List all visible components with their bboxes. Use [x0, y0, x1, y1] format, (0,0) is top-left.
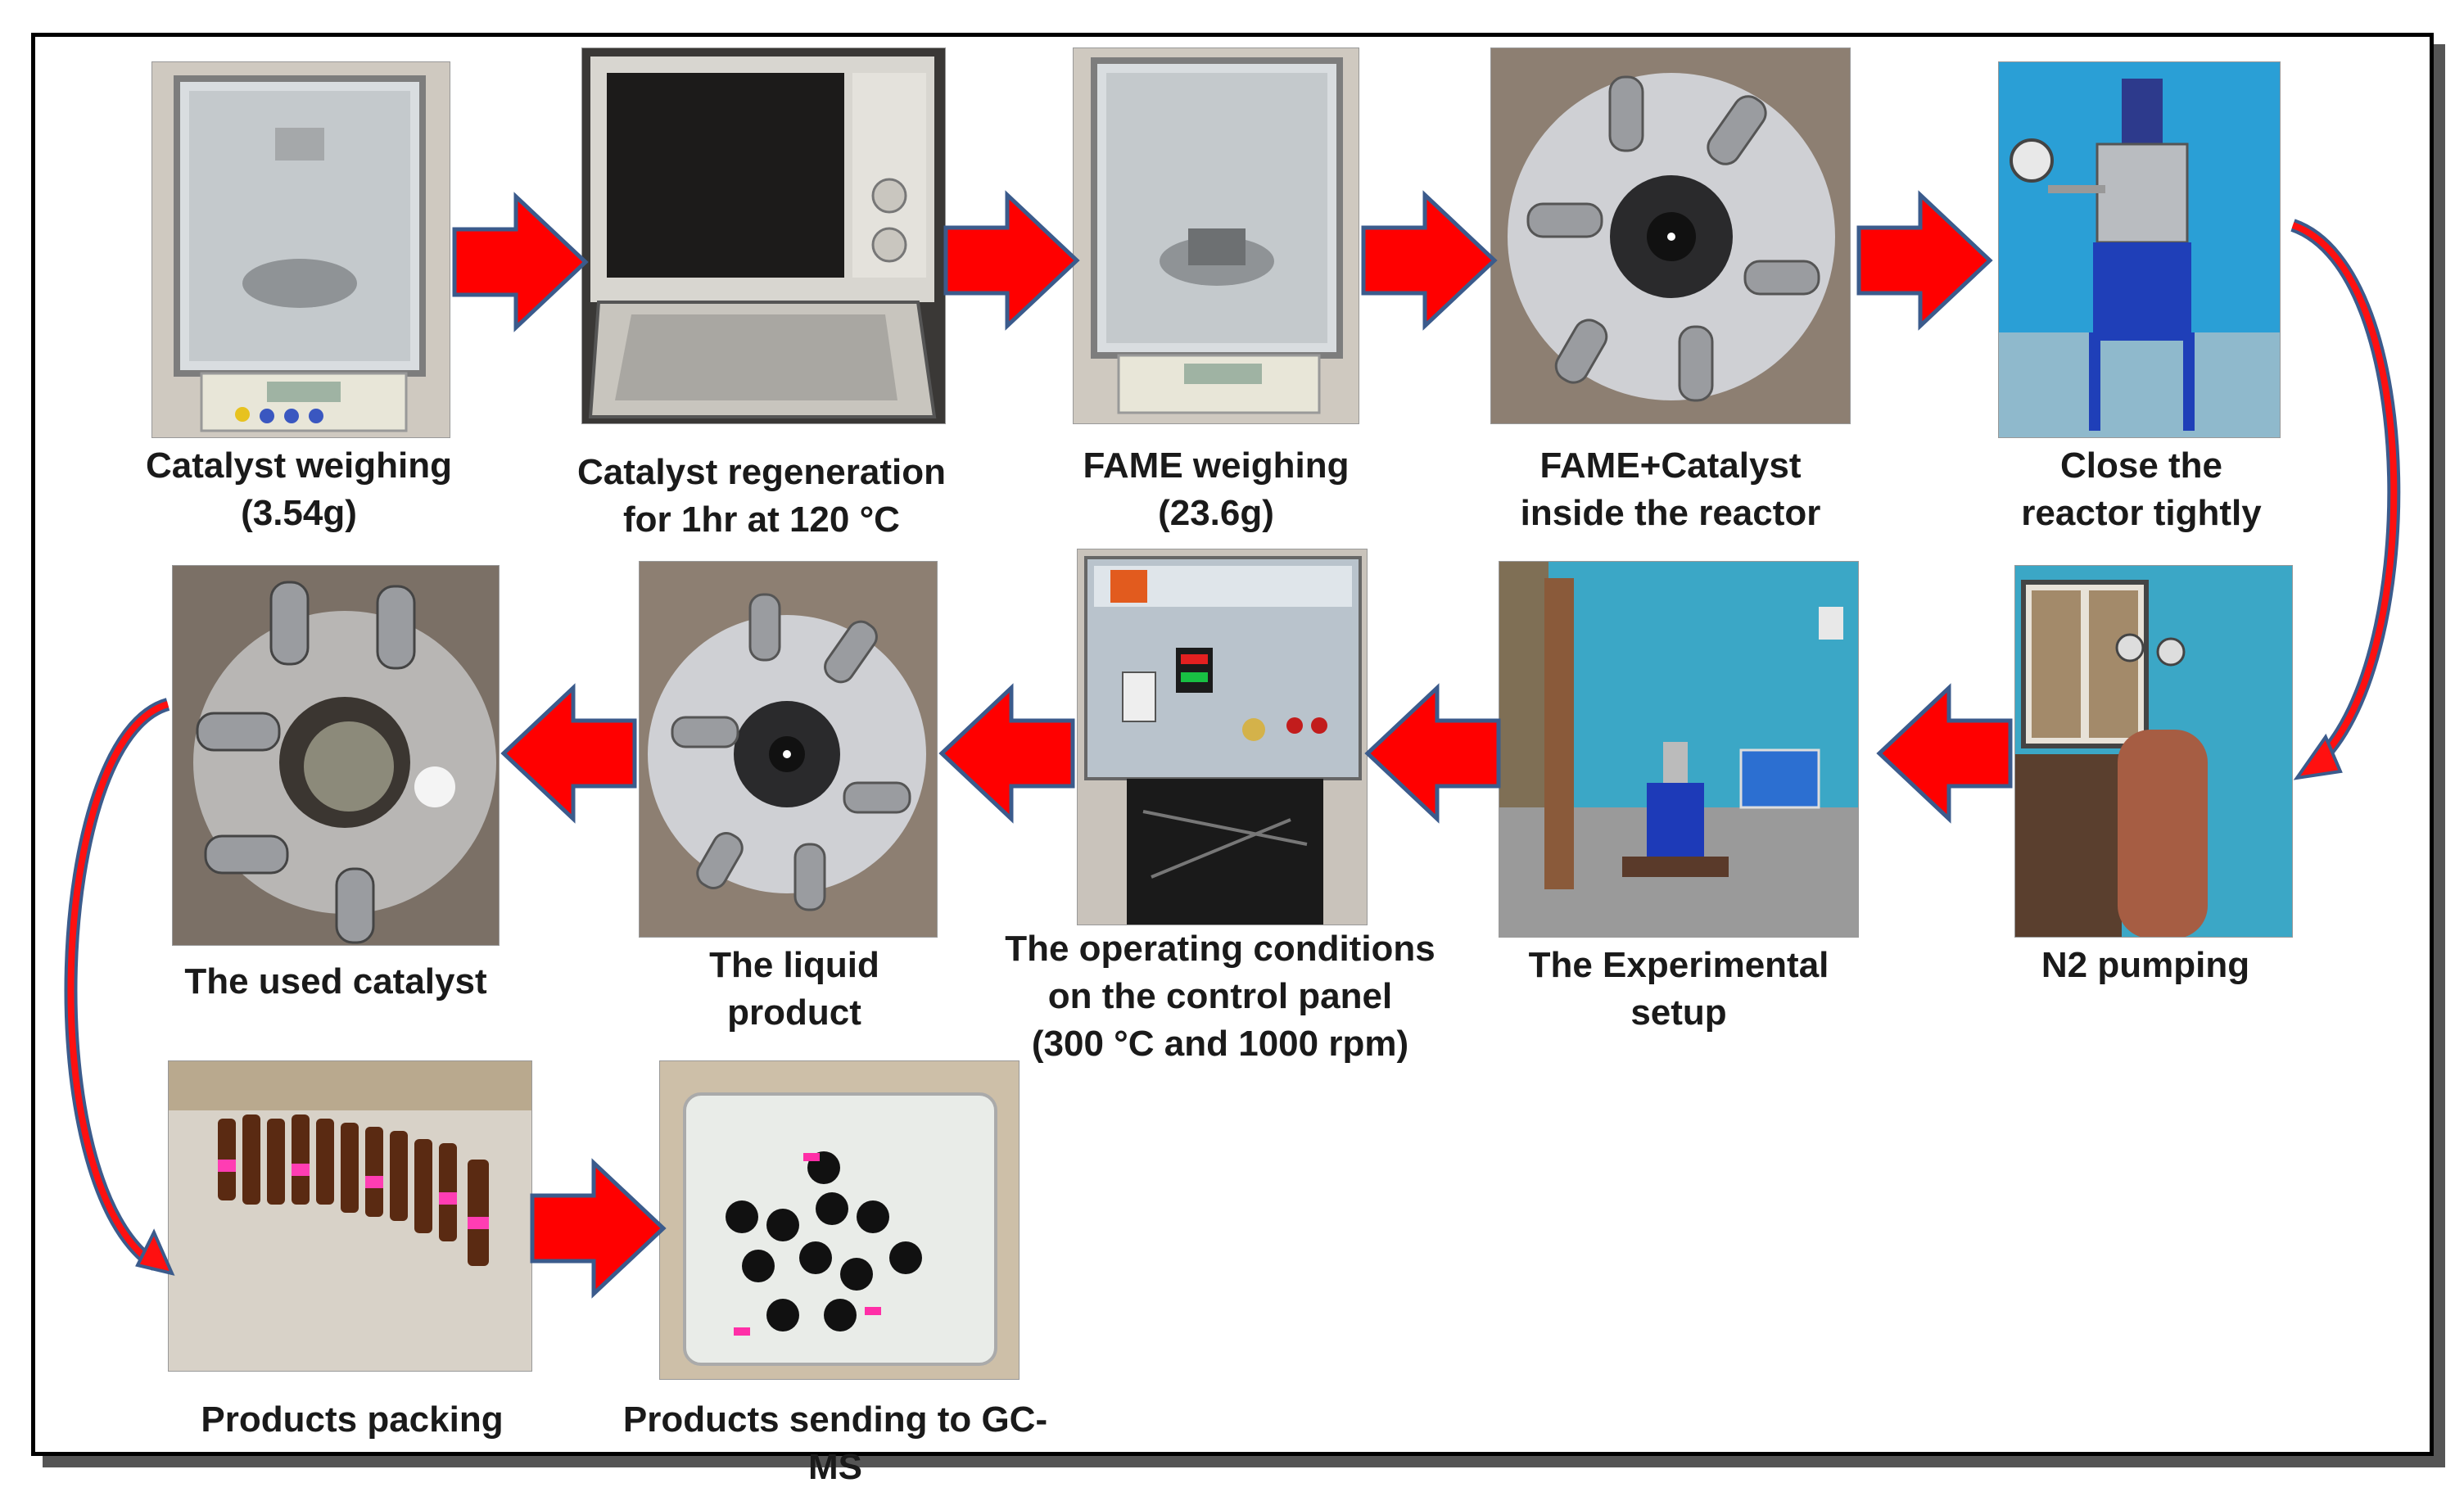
caption-close-reactor: Close the reactor tightly: [2021, 445, 2262, 533]
photo-catalyst-weighing: [151, 61, 450, 438]
caption-control-panel: The operating conditions on the control …: [1005, 929, 1435, 1064]
caption-used-catalyst: The used catalyst: [184, 961, 487, 1001]
photo-fame-weighing: [1073, 47, 1359, 424]
caption-experimental-setup: The Experimental setup: [1528, 945, 1829, 1033]
caption-products-packing: Products packing: [201, 1399, 504, 1440]
curved-arrow-close-to-n2: [2290, 219, 2401, 780]
caption-fame-weighing: FAME weighing (23.6g): [1083, 445, 1350, 533]
caption-products-gcms: Products sending to GC-MS: [622, 1399, 1048, 1487]
arrow-fame-to-reactor: [1363, 195, 1494, 326]
photo-experimental-setup: [1499, 561, 1859, 938]
photo-products-gcms: [659, 1060, 1020, 1380]
photo-control-panel: [1077, 549, 1368, 925]
caption-catalyst-weighing: Catalyst weighing (3.54g): [145, 445, 453, 533]
arrow-regeneration-to-fame: [946, 195, 1077, 326]
arrow-packing-to-gcms: [532, 1163, 663, 1294]
curved-arrow-used-to-packing: [64, 698, 175, 1276]
arrow-weighing-to-regeneration: [454, 197, 585, 328]
photo-close-reactor: [1998, 61, 2281, 438]
arrow-liquid-to-used: [504, 688, 635, 819]
caption-fame-catalyst-reactor: FAME+Catalyst inside the reactor: [1520, 445, 1821, 533]
caption-catalyst-regeneration: Catalyst regeneration for 1hr at 120 °C: [577, 452, 946, 540]
arrow-panel-to-liquid: [942, 688, 1073, 819]
arrow-reactor-to-close: [1859, 195, 1990, 326]
photo-n2-pumping: [2014, 565, 2293, 938]
photo-liquid-product: [639, 561, 938, 938]
photo-products-packing: [168, 1060, 532, 1372]
caption-n2-pumping: N2 pumping: [2041, 945, 2250, 985]
arrow-setup-to-panel: [1368, 688, 1499, 819]
photo-used-catalyst: [172, 565, 500, 946]
photo-catalyst-regeneration: [581, 47, 946, 424]
arrow-n2-to-setup: [1879, 688, 2010, 819]
photo-fame-catalyst-reactor: [1490, 47, 1851, 424]
caption-liquid-product: The liquid product: [709, 945, 879, 1033]
